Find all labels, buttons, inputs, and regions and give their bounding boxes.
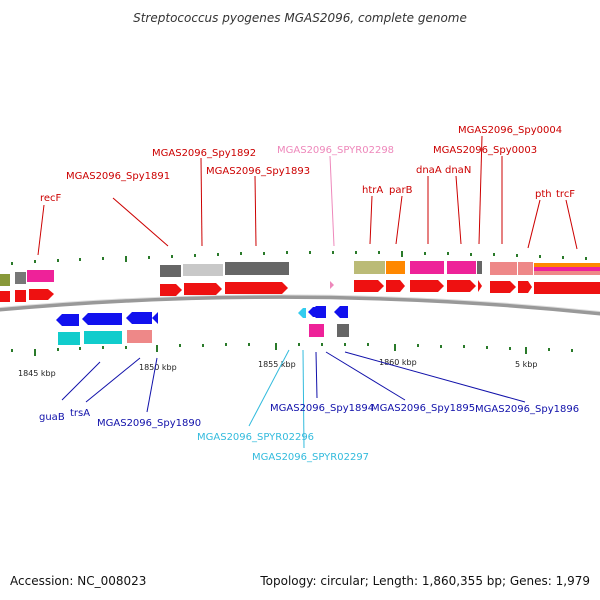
accession-text: Accession: NC_008023 xyxy=(10,574,146,588)
cog-box xyxy=(27,270,54,282)
gene-label: MGAS2096_Spy0004 xyxy=(458,125,562,136)
cog-box xyxy=(386,261,405,274)
gene-arrow xyxy=(152,312,158,324)
forward-genes xyxy=(0,280,600,302)
tick-label: 1860 kbp xyxy=(379,358,417,367)
gene-label: htrA xyxy=(362,185,383,196)
gene-label: MGAS2096_Spy1890 xyxy=(97,418,201,429)
gene-arrow xyxy=(447,280,476,292)
cog-box xyxy=(183,264,223,276)
gene-label: MGAS2096_SPYR02296 xyxy=(197,432,314,443)
gene-label: MGAS2096_Spy1896 xyxy=(475,404,579,415)
ticks-bottom xyxy=(11,343,573,356)
tick-label: 1855 kbp xyxy=(258,360,296,369)
gene-label: dnaN xyxy=(445,165,471,176)
gene-arrow xyxy=(330,281,334,289)
cog-box xyxy=(490,262,517,275)
gene-label: MGAS2096_Spy1892 xyxy=(152,148,256,159)
cog-box xyxy=(15,272,26,284)
cog-box xyxy=(534,263,600,267)
gene-label: MGAS2096_Spy1894 xyxy=(270,403,374,414)
gene-label: pth xyxy=(535,189,552,200)
genome-backbone xyxy=(0,294,600,316)
cog-box xyxy=(447,261,476,274)
gene-arrow xyxy=(534,282,600,294)
cog-box xyxy=(127,330,152,343)
cog-box xyxy=(160,265,181,277)
gene-label: trsA xyxy=(70,408,90,419)
forward-cog-boxes xyxy=(0,261,600,286)
gene-arrow xyxy=(386,280,405,292)
cog-box xyxy=(225,262,289,275)
tick-label: 1850 kbp xyxy=(139,363,177,372)
cog-box xyxy=(84,331,122,344)
gene-arrow xyxy=(126,312,152,324)
gene-arrow xyxy=(490,281,516,293)
tick-label: 5 kbp xyxy=(515,360,537,369)
genome-summary-text: Topology: circular; Length: 1,860,355 bp… xyxy=(259,574,590,588)
cog-box xyxy=(534,271,600,275)
gene-label: parB xyxy=(389,185,413,196)
gene-label: MGAS2096_SPYR02298 xyxy=(277,145,394,156)
gene-arrow xyxy=(82,313,122,325)
bottom-leaders xyxy=(61,349,526,449)
cog-box xyxy=(477,261,482,274)
gene-label: recF xyxy=(40,193,62,204)
gene-arrow xyxy=(29,289,54,300)
gene-label: dnaA xyxy=(416,165,442,176)
gene-arrow xyxy=(410,280,444,292)
gene-arrow xyxy=(310,306,326,318)
ticks-top xyxy=(11,251,587,265)
top-leaders xyxy=(37,135,578,256)
reverse-cog-boxes xyxy=(58,324,349,345)
gene-arrow xyxy=(184,283,222,295)
gene-label: MGAS2096_Spy1891 xyxy=(66,171,170,182)
cog-box xyxy=(0,274,10,286)
gene-arrow xyxy=(478,280,482,292)
cog-box xyxy=(518,262,533,275)
map-title: Streptococcus pyogenes MGAS2096, complet… xyxy=(133,11,467,25)
cog-box xyxy=(58,332,80,345)
gene-label: MGAS2096_Spy1895 xyxy=(371,403,475,414)
gene-arrow xyxy=(225,282,288,294)
gene-arrow xyxy=(298,308,306,318)
gene-arrow xyxy=(56,314,79,326)
gene-arrow xyxy=(0,291,10,302)
cog-box xyxy=(534,267,600,271)
tick-label: 1845 kbp xyxy=(18,369,56,378)
gene-arrow xyxy=(160,284,182,296)
gene-label: MGAS2096_SPYR02297 xyxy=(252,452,369,463)
reverse-genes xyxy=(56,306,348,326)
cog-box xyxy=(410,261,444,274)
gene-label: trcF xyxy=(556,189,575,200)
gene-arrow xyxy=(354,280,384,292)
gene-arrow xyxy=(334,306,348,318)
cog-box xyxy=(354,261,385,274)
gene-label: MGAS2096_Spy1893 xyxy=(206,166,310,177)
cog-box xyxy=(337,324,349,337)
gene-arrow xyxy=(15,290,26,302)
cog-box xyxy=(309,324,324,337)
gene-arrow xyxy=(518,281,532,293)
gene-label: guaB xyxy=(39,412,65,423)
gene-label: MGAS2096_Spy0003 xyxy=(433,145,537,156)
